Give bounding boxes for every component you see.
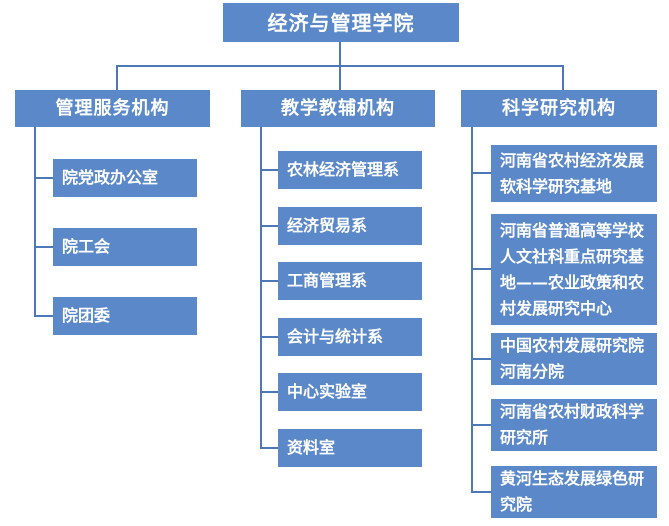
connector-stub bbox=[471, 172, 491, 174]
connector-stub bbox=[260, 280, 278, 282]
org-box-business-admin-dept: 工商管理系 bbox=[278, 262, 422, 300]
connector-stub bbox=[34, 315, 53, 317]
connector-stub bbox=[471, 491, 491, 493]
org-box-reference-room: 资料室 bbox=[278, 429, 422, 467]
connector-stub bbox=[260, 169, 278, 171]
org-box-yellow-river-green-dev-institute: 黄河生态发展绿色研究院 bbox=[491, 466, 657, 518]
connector-stub bbox=[34, 246, 53, 248]
connector-stub bbox=[34, 177, 53, 179]
org-header-management: 管理服务机构 bbox=[15, 90, 210, 127]
connector-drop-middle bbox=[339, 65, 341, 91]
org-box-agri-forestry-econ-dept: 农林经济管理系 bbox=[278, 151, 422, 189]
org-box-party-admin-office: 院党政办公室 bbox=[53, 159, 197, 197]
connector-rail-left-column bbox=[34, 127, 36, 317]
connector-stub bbox=[471, 424, 491, 426]
connector-stub bbox=[260, 225, 278, 227]
org-header-research: 科学研究机构 bbox=[461, 90, 657, 127]
org-root-box: 经济与管理学院 bbox=[223, 3, 459, 42]
org-box-youth-league: 院团委 bbox=[53, 297, 197, 335]
org-box-rural-fiscal-science-institute: 河南省农村财政科学研究所 bbox=[491, 399, 657, 451]
org-header-teaching: 教学教辅机构 bbox=[241, 90, 435, 127]
connector-drop-left bbox=[116, 65, 118, 91]
org-box-humanities-social-science-key-base: 河南省普通高等学校人文社科重点研究基地——农业政策和农村发展研究中心 bbox=[491, 214, 657, 325]
connector-stub bbox=[260, 391, 278, 393]
connector-stub bbox=[471, 358, 491, 360]
org-box-econ-trade-dept: 经济贸易系 bbox=[278, 207, 422, 245]
connector-drop-right bbox=[562, 65, 564, 90]
org-box-rural-econ-soft-science-base: 河南省农村经济发展软科学研究基地 bbox=[491, 145, 657, 202]
connector-stub bbox=[260, 336, 278, 338]
connector-root-drop bbox=[339, 42, 341, 67]
connector-stub bbox=[260, 447, 278, 449]
connector-stub bbox=[471, 268, 491, 270]
org-box-accounting-statistics-dept: 会计与统计系 bbox=[278, 318, 422, 356]
connector-rail-right-column bbox=[471, 127, 473, 493]
org-box-central-lab: 中心实验室 bbox=[278, 373, 422, 411]
org-box-labor-union: 院工会 bbox=[53, 228, 197, 266]
connector-rail-middle-column bbox=[260, 127, 262, 449]
org-box-china-rural-dev-henan-branch: 中国农村发展研究院河南分院 bbox=[491, 333, 657, 385]
